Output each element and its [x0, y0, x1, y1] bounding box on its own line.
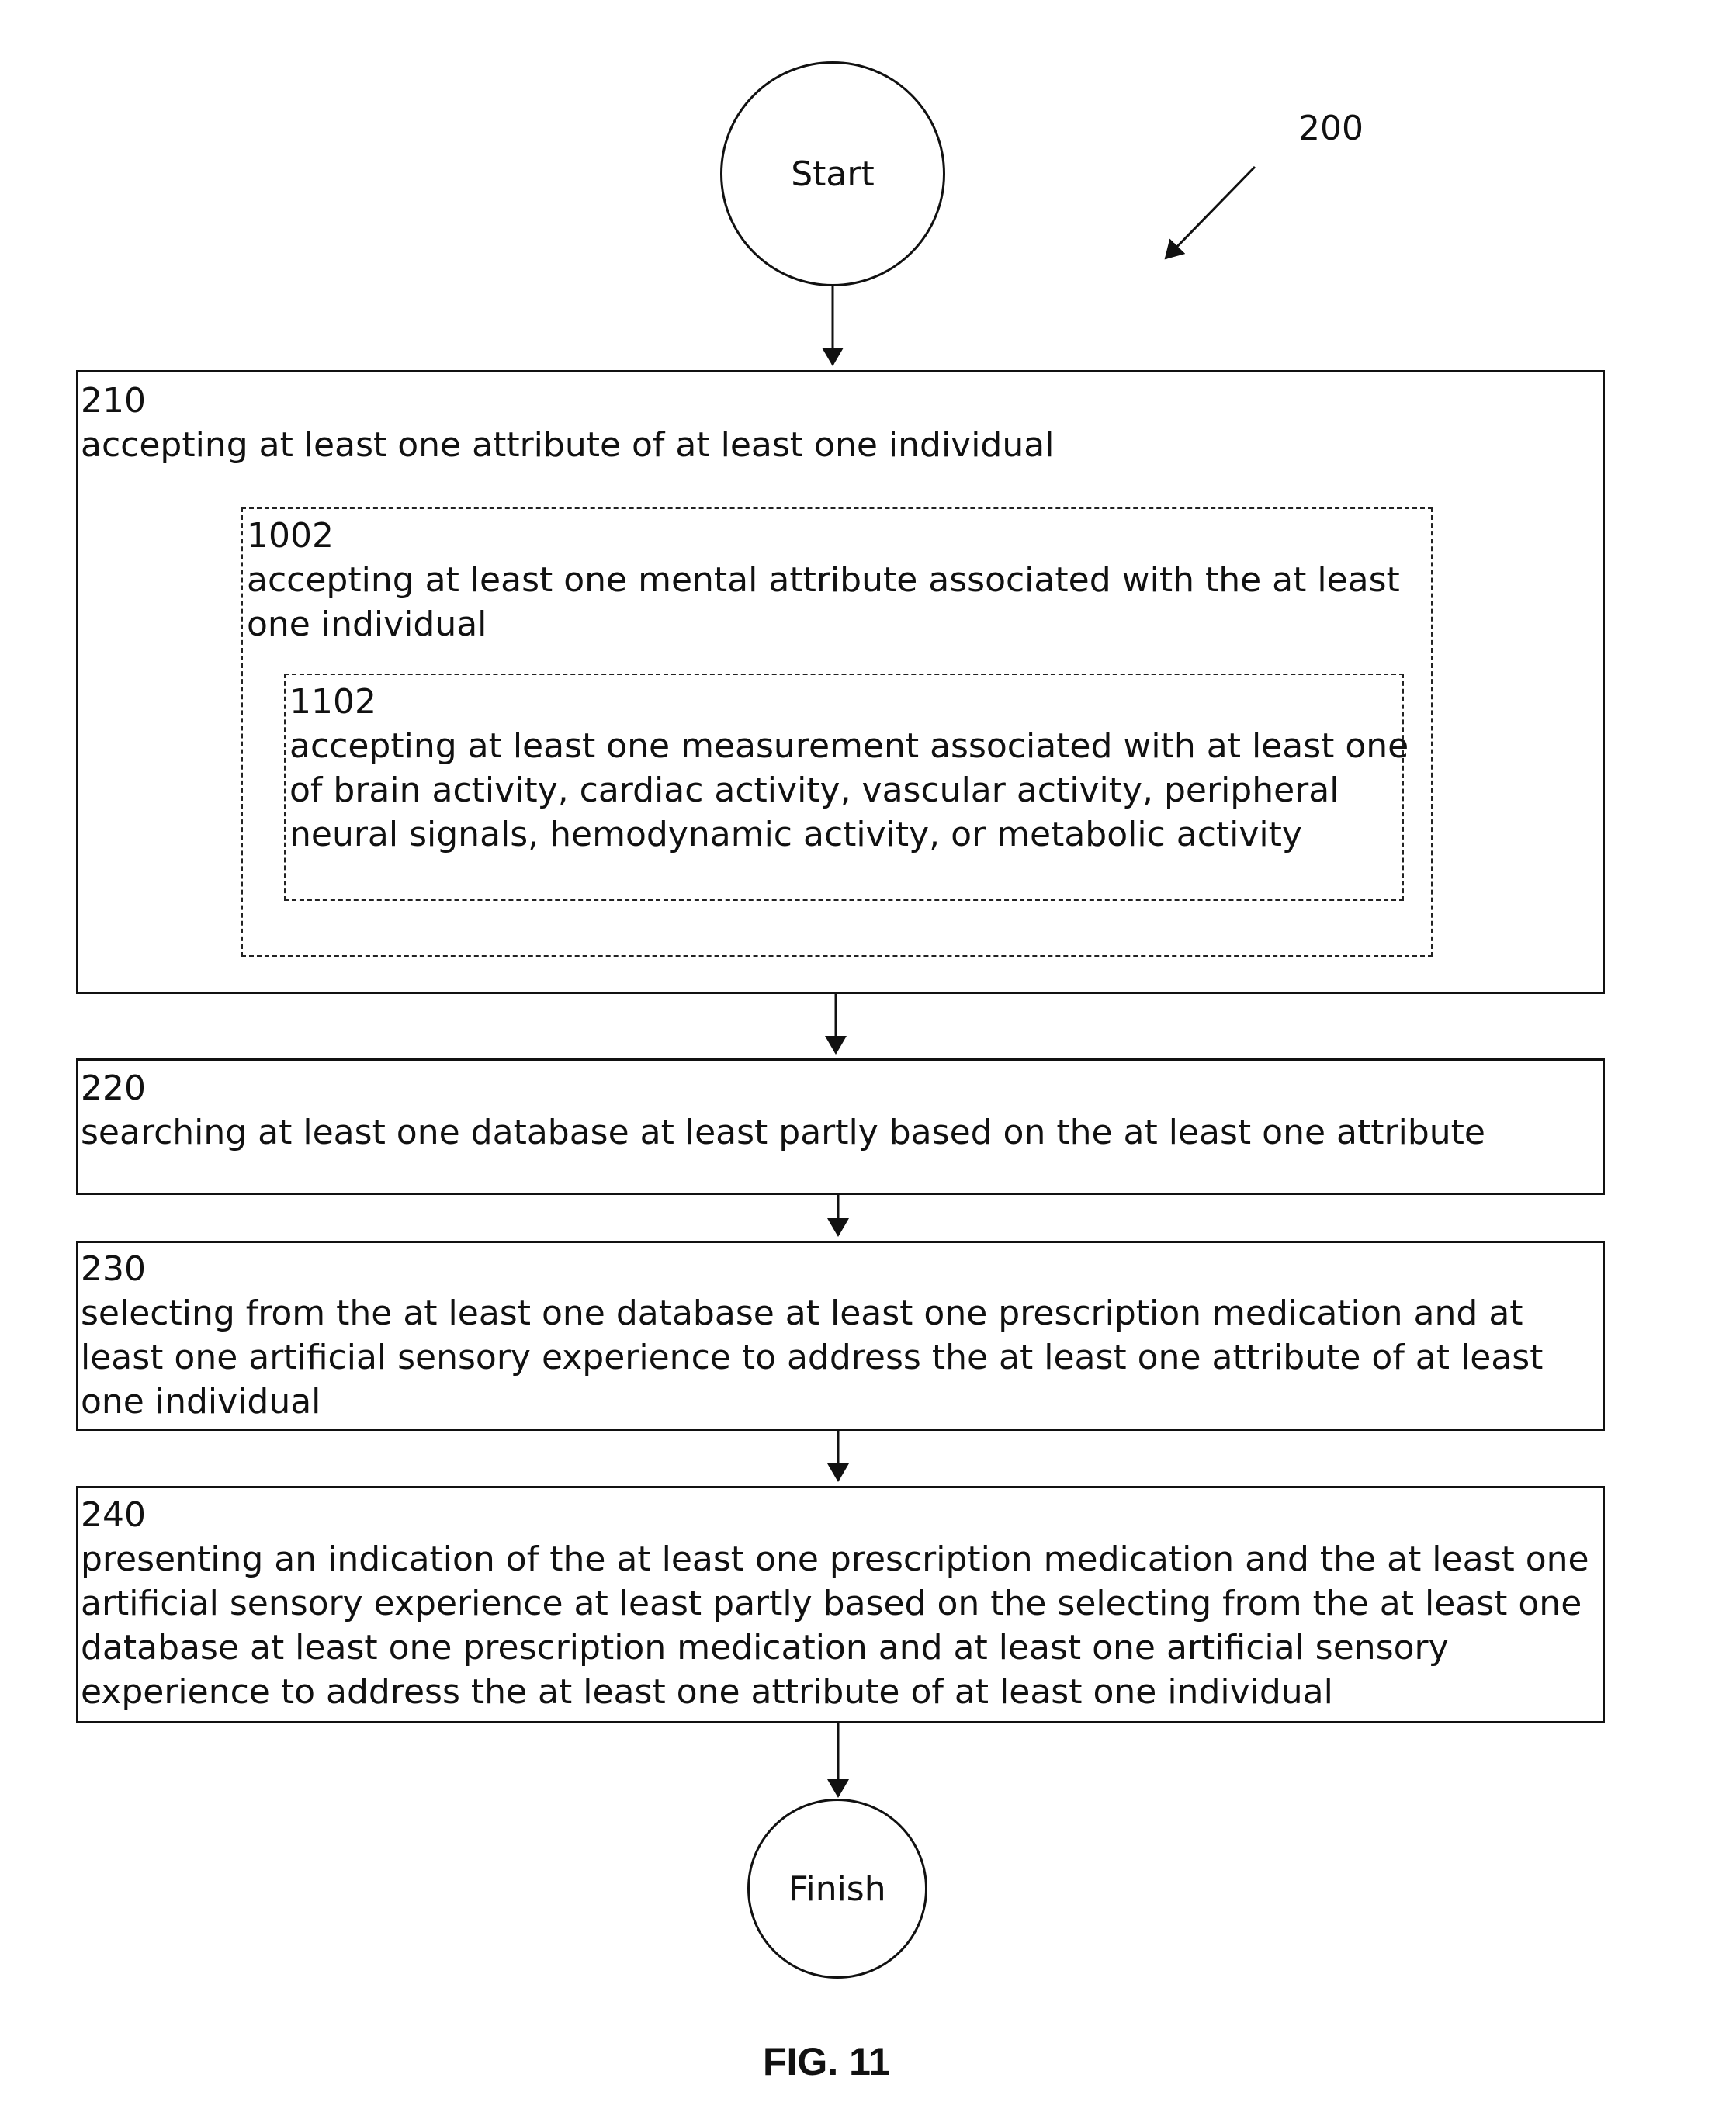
step-1102-text-line-3: neural signals, hemodynamic activity, or…	[289, 812, 1302, 857]
step-240-text-line-2: artificial sensory experience at least p…	[81, 1581, 1582, 1626]
step-240-text-line-3: database at least one prescription medic…	[81, 1626, 1449, 1670]
start-terminal: Start	[720, 61, 945, 286]
start-label: Start	[791, 154, 875, 194]
step-210-number: 210	[81, 379, 146, 423]
step-220-number: 220	[81, 1066, 146, 1110]
step-1002-text-line-1: accepting at least one mental attribute …	[247, 558, 1400, 602]
step-1002-number: 1002	[247, 514, 334, 558]
step-240-text-line-1: presenting an indication of the at least…	[81, 1537, 1589, 1581]
finish-terminal: Finish	[747, 1799, 927, 1979]
step-240-text-line-4: experience to address the at least one a…	[81, 1670, 1333, 1714]
step-210-text: accepting at least one attribute of at l…	[81, 423, 1054, 467]
step-1102-text-line-2: of brain activity, cardiac activity, vas…	[289, 768, 1339, 812]
step-1102-number: 1102	[289, 680, 376, 724]
figure-reference-number: 200	[1298, 109, 1364, 148]
step-230-text-line-2: least one artificial sensory experience …	[81, 1335, 1543, 1380]
finish-label: Finish	[788, 1869, 885, 1909]
step-220-text: searching at least one database at least…	[81, 1110, 1485, 1155]
figure-caption: FIG. 11	[763, 2039, 890, 2084]
step-230-text-line-1: selecting from the at least one database…	[81, 1291, 1523, 1335]
step-1102-text-line-1: accepting at least one measurement assoc…	[289, 724, 1409, 768]
figure-ref-pointer	[1166, 167, 1255, 258]
step-230-number: 230	[81, 1247, 146, 1291]
step-1002-text-line-2: one individual	[247, 602, 487, 646]
step-230-text-line-3: one individual	[81, 1380, 321, 1424]
step-240-number: 240	[81, 1493, 146, 1537]
